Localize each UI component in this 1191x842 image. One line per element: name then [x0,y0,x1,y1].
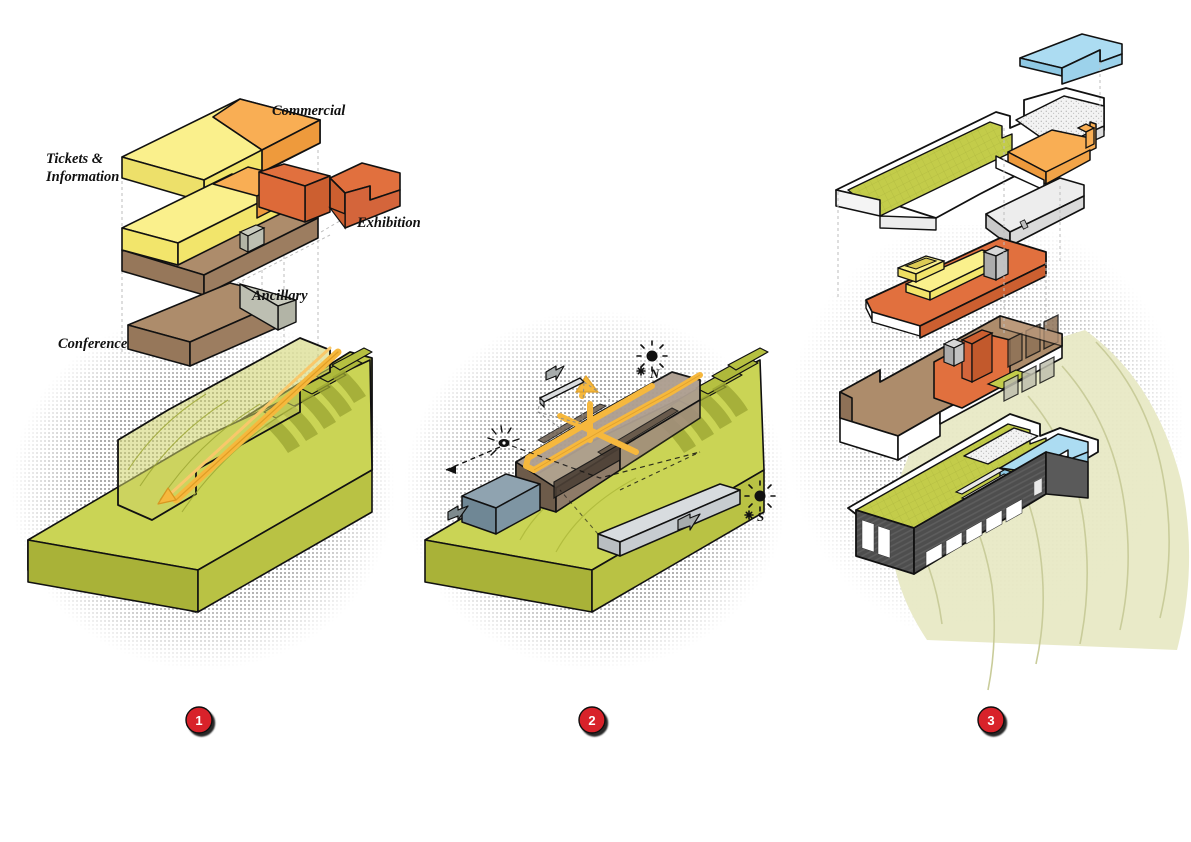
panel3-alignment-guides [837,62,1101,336]
panel2-view-marker [445,425,701,479]
badge-2-label: 2 [588,713,595,728]
badge-3[interactable]: 3 [977,706,1005,734]
badge-1-label: 1 [195,713,202,728]
panel-1 [5,98,405,680]
panel1-exhibition-block [328,162,401,230]
label-tickets-line2: Information [45,169,119,185]
snowflake-icon [744,510,754,520]
label-commercial: Commercial [272,103,345,119]
panel-badges: 1 2 3 [185,706,1005,734]
panel2-plaza-slab [559,451,741,557]
panel1-composite-bar [121,163,331,296]
panel-3 [790,33,1190,691]
panel3-terracotta-floor [865,237,1047,339]
label-ancillary: Ancillary [251,288,308,304]
panel3-pool-plate [1019,33,1123,85]
panel1-conference-bar [127,282,297,367]
north-label: N [649,366,660,381]
snowflake-icon [636,366,646,376]
sun-icon [744,480,776,512]
panel2-canopy-blade [537,377,611,429]
badge-1[interactable]: 1 [185,706,213,734]
panel2-south-marker: S [744,480,776,524]
panel3-roof-plate-green [835,87,1105,231]
panel2-north-marker: N [636,340,668,381]
panel2-arrow-down [677,513,701,531]
panel2-arrow-up [545,365,565,381]
south-label: S [757,509,764,524]
label-conference: Conference [58,336,128,352]
sun-icon [636,340,668,372]
panel3-final-building [847,413,1099,575]
panel1-terrain [27,337,373,613]
badge-2[interactable]: 2 [578,706,606,734]
eye-icon [487,425,520,456]
label-tickets-line1: Tickets & [46,151,104,167]
panel2-arrow-left [447,505,469,521]
panel2-view-block [461,473,541,535]
badge-3-label: 3 [987,713,994,728]
panel-2: N S [400,305,800,680]
panel3-brown-floor [839,313,1063,461]
panel1-labels: Commercial Tickets & Information Exhibit… [45,103,421,352]
label-exhibition: Exhibition [356,215,421,231]
